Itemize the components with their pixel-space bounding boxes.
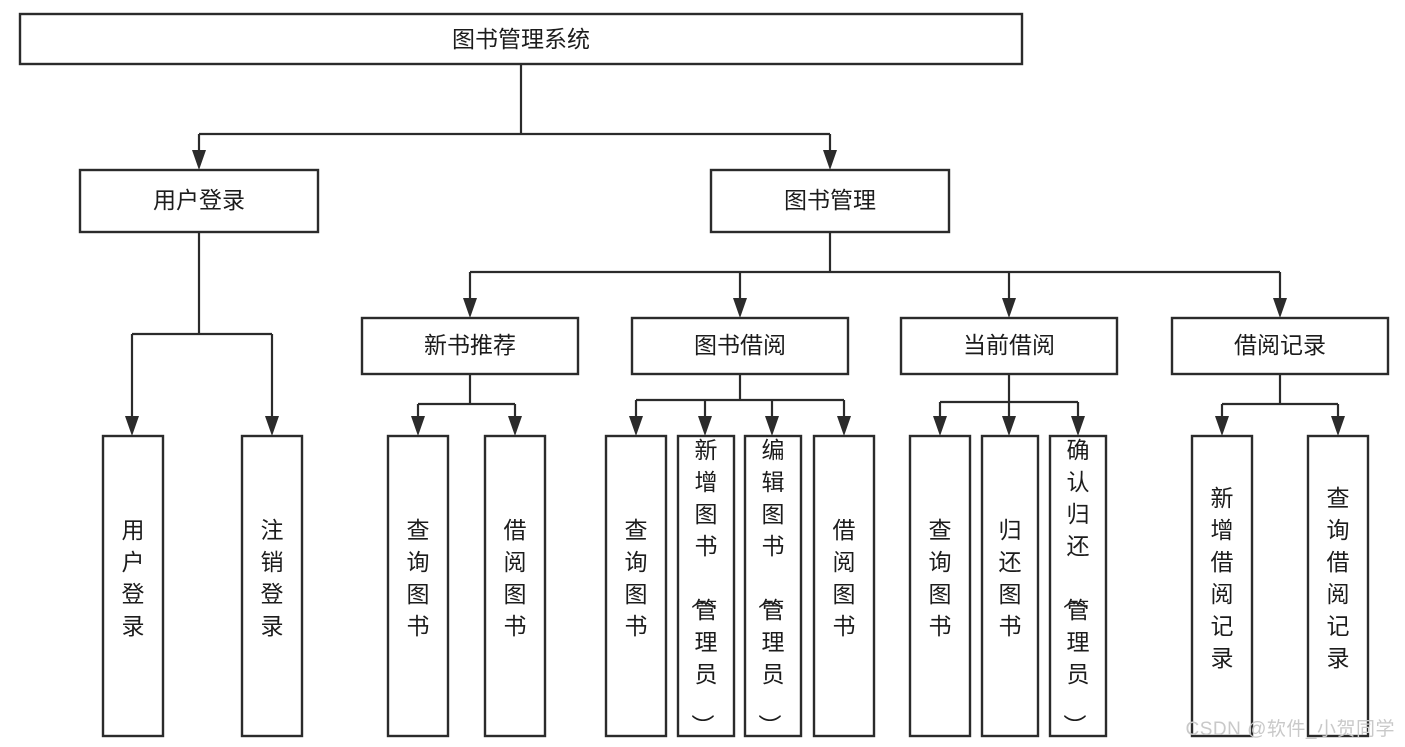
leaf-current-borrow-3-box[interactable] (1048, 434, 1108, 738)
node-new-book-recommend-label: 新书推荐 (424, 332, 516, 358)
leaf-current-borrow-2[interactable]: 归还图书 (980, 434, 1040, 738)
node-borrow-record-box[interactable] (1170, 316, 1390, 376)
arrowhead-borrow-record (1273, 298, 1287, 318)
node-borrow-record-label: 借阅记录 (1234, 332, 1326, 358)
leaf-book-borrow-2-box[interactable] (676, 434, 736, 738)
leaf-book-borrow-1-label: 查询图书 (625, 517, 648, 639)
arrowhead-bb-leaf-2 (698, 416, 712, 436)
arrowhead-login (192, 150, 206, 170)
leaf-user-login-1-label: 用户登录 (122, 517, 145, 639)
leaf-book-borrow-4-label: 借阅图书 (833, 517, 856, 639)
arrowhead-nbr-leaf-1 (411, 416, 425, 436)
leaf-book-borrow-1-box[interactable] (604, 434, 668, 738)
node-book-borrow-box[interactable] (630, 316, 850, 376)
node-new-book-recommend-box[interactable] (360, 316, 580, 376)
leaf-current-borrow-3[interactable]: 确认归还（管理员） (1048, 434, 1108, 738)
arrowhead-cb-leaf-1 (933, 416, 947, 436)
leaf-borrow-record-1-box[interactable] (1190, 434, 1254, 738)
arrowhead-bookmgmt (823, 150, 837, 170)
arrowhead-br-leaf-1 (1215, 416, 1229, 436)
leaf-borrow-record-1-label: 新增借阅记录 (1211, 485, 1234, 671)
node-book-management[interactable]: 图书管理 (709, 168, 951, 234)
leaf-current-borrow-1-box[interactable] (908, 434, 972, 738)
node-book-management-box[interactable] (709, 168, 951, 234)
node-root-label: 图书管理系统 (452, 26, 590, 52)
leaf-book-borrow-3-label: 编辑图书（管理员） (757, 437, 785, 737)
leaf-book-borrow-2[interactable]: 新增图书（管理员） (676, 434, 736, 738)
node-user-login[interactable]: 用户登录 (78, 168, 320, 234)
leaf-borrow-record-2[interactable]: 查询借阅记录 (1306, 434, 1370, 738)
node-borrow-record[interactable]: 借阅记录 (1170, 316, 1390, 376)
arrowhead-current-borrow (1002, 298, 1016, 318)
leaf-user-login-1[interactable]: 用户登录 (101, 434, 165, 738)
arrowhead-book-borrow (733, 298, 747, 318)
leaf-book-borrow-1[interactable]: 查询图书 (604, 434, 668, 738)
leaf-current-borrow-3-label: 确认归还（管理员） (1062, 437, 1090, 737)
leaf-new-book-recommend-2-box[interactable] (483, 434, 547, 738)
leaf-current-borrow-2-box[interactable] (980, 434, 1040, 738)
leaf-borrow-record-1[interactable]: 新增借阅记录 (1190, 434, 1254, 738)
watermark: CSDN @软件_小贺同学 (1185, 719, 1395, 740)
node-user-login-label: 用户登录 (153, 187, 245, 213)
arrowhead-br-leaf-2 (1331, 416, 1345, 436)
leaf-user-login-2-box[interactable] (240, 434, 304, 738)
arrowhead-bb-leaf-1 (629, 416, 643, 436)
node-root-box[interactable] (18, 12, 1024, 66)
node-root[interactable]: 图书管理系统 (18, 12, 1024, 66)
arrowhead-nbr-leaf-2 (508, 416, 522, 436)
leaf-current-borrow-1-label: 查询图书 (929, 517, 952, 639)
arrowhead-bb-leaf-4 (837, 416, 851, 436)
leaf-book-borrow-2-label: 新增图书（管理员） (690, 437, 718, 737)
node-book-management-label: 图书管理 (784, 187, 876, 213)
node-book-borrow-label: 图书借阅 (694, 332, 786, 358)
leaf-new-book-recommend-2[interactable]: 借阅图书 (483, 434, 547, 738)
leaf-new-book-recommend-1-label: 查询图书 (407, 517, 430, 639)
leaf-book-borrow-4-box[interactable] (812, 434, 876, 738)
leaf-borrow-record-2-label: 查询借阅记录 (1327, 485, 1350, 671)
connector-group (125, 64, 1345, 436)
arrowhead-cb-leaf-2 (1002, 416, 1016, 436)
node-new-book-recommend[interactable]: 新书推荐 (360, 316, 580, 376)
arrowhead-user-login-leaf (125, 416, 139, 436)
leaf-user-login-2[interactable]: 注销登录 (240, 434, 304, 738)
leaf-book-borrow-3[interactable]: 编辑图书（管理员） (743, 434, 803, 738)
leaf-book-borrow-3-box[interactable] (743, 434, 803, 738)
leaf-borrow-record-2-box[interactable] (1306, 434, 1370, 738)
leaf-new-book-recommend-1-box[interactable] (386, 434, 450, 738)
leaf-new-book-recommend-1[interactable]: 查询图书 (386, 434, 450, 738)
node-current-borrow[interactable]: 当前借阅 (899, 316, 1119, 376)
node-current-borrow-label: 当前借阅 (963, 332, 1055, 358)
node-book-borrow[interactable]: 图书借阅 (630, 316, 850, 376)
arrowhead-logout-leaf (265, 416, 279, 436)
leaf-current-borrow-1[interactable]: 查询图书 (908, 434, 972, 738)
leaf-new-book-recommend-2-label: 借阅图书 (504, 517, 527, 639)
node-user-login-box[interactable] (78, 168, 320, 234)
arrowhead-bb-leaf-3 (765, 416, 779, 436)
arrowhead-cb-leaf-3 (1071, 416, 1085, 436)
leaf-user-login-1-box[interactable] (101, 434, 165, 738)
leaf-book-borrow-4[interactable]: 借阅图书 (812, 434, 876, 738)
leaf-current-borrow-2-label: 归还图书 (999, 517, 1022, 639)
arrowhead-new-book-recommend (463, 298, 477, 318)
leaf-user-login-2-label: 注销登录 (261, 517, 284, 639)
node-current-borrow-box[interactable] (899, 316, 1119, 376)
